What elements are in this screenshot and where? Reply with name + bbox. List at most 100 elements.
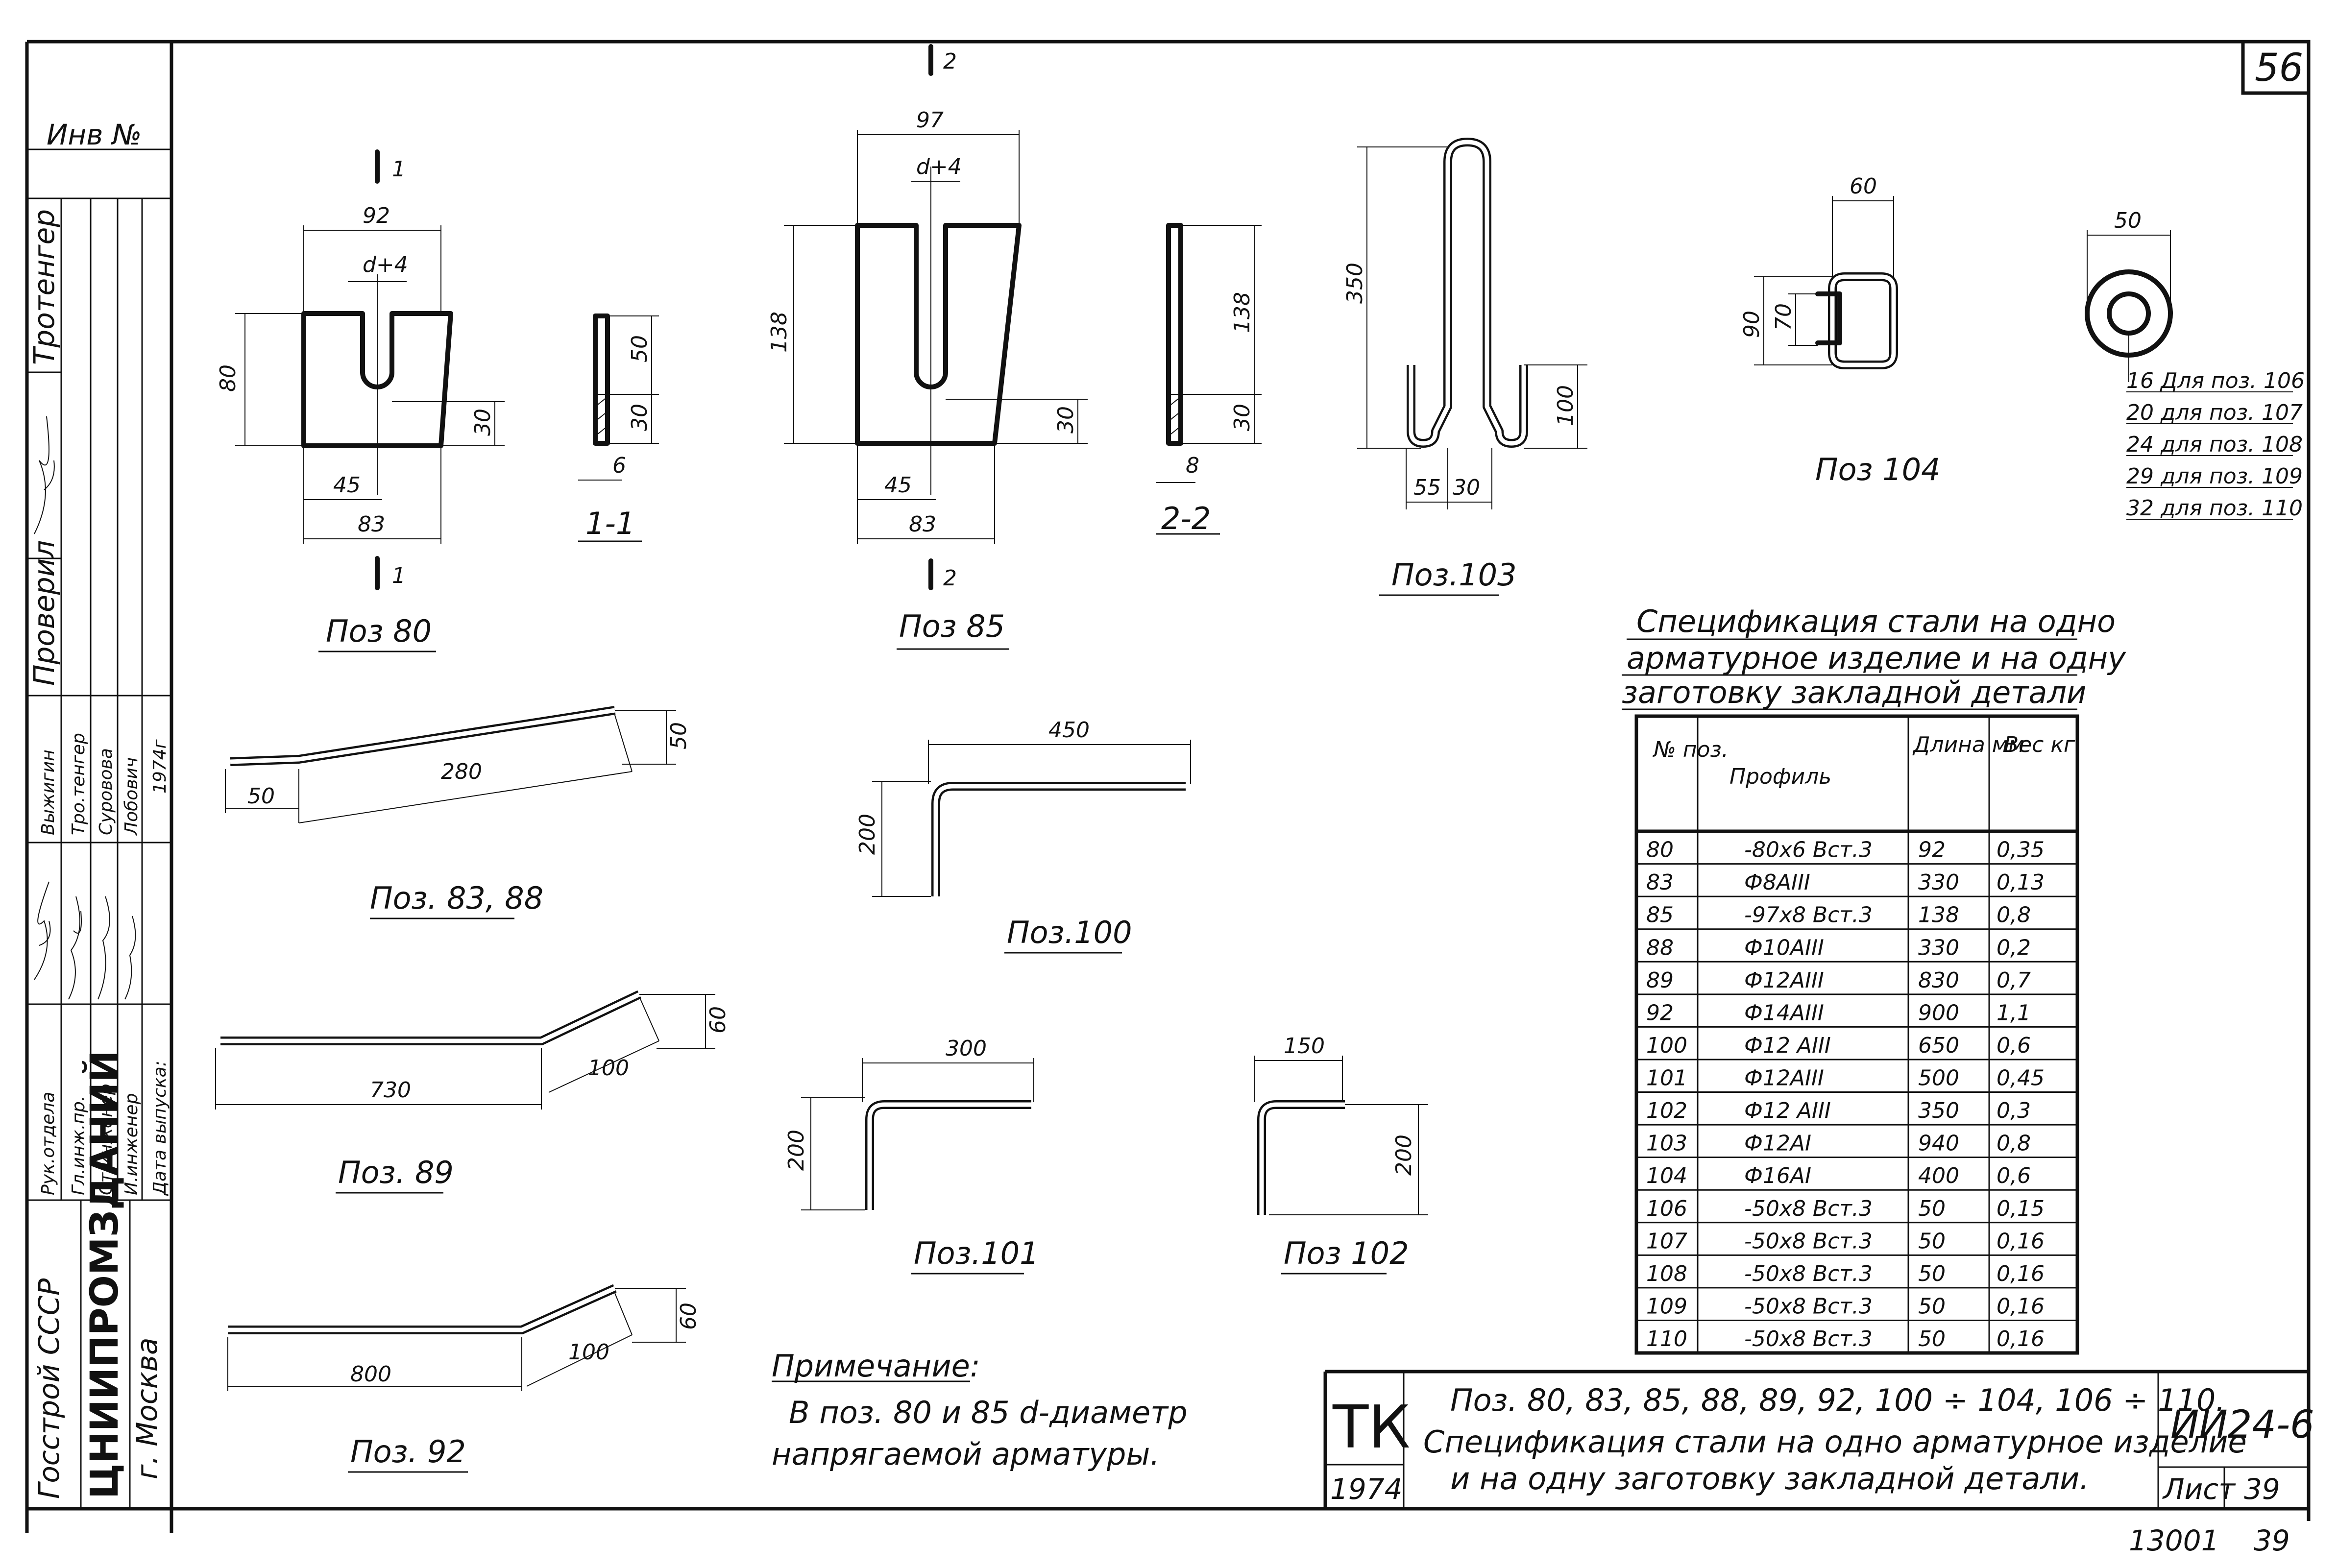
poz89-title: Поз. 89 (338, 1155, 454, 1190)
spec-cell-weight: 0,45 (1997, 1066, 2045, 1091)
spec-cell-length: 830 (1918, 968, 1959, 993)
footer-number: 13001 (2129, 1524, 2219, 1557)
note-line-1: В поз. 80 и 85 d-диаметр (789, 1395, 1188, 1430)
poz100-dim-200: 200 (855, 814, 880, 855)
poz80-dim-45: 45 (333, 473, 361, 498)
poz103-dim-55: 55 (1413, 475, 1441, 500)
sec22-dim-138: 138 (1230, 292, 1255, 333)
spec-cell-profile: Ф10АIII (1744, 935, 1824, 960)
spec-cell-length: 500 (1918, 1066, 1959, 1091)
poz83-88-drawing (225, 706, 676, 919)
role-2: Гл.инж.пр. (69, 1096, 89, 1195)
title-block (1323, 1370, 2309, 1509)
poz92-drawing (227, 1284, 686, 1473)
poz83-dim-50: 50 (247, 784, 275, 809)
poz103-dim-350: 350 (1342, 263, 1367, 304)
washer-variant-109: 29 для поз. 109 (2126, 464, 2303, 489)
spec-header-length: Длина мм (1912, 732, 2024, 757)
spec-cell-profile: Ф12 АIII (1744, 1098, 1831, 1123)
spec-cell-length: 92 (1918, 838, 1946, 863)
trotenger-label: Тротенгер (27, 209, 61, 365)
name-2: Тро.тенгер (69, 733, 89, 835)
washer-variant-108: 24 для поз. 108 (2126, 432, 2303, 457)
spec-cell-pos: 106 (1646, 1196, 1687, 1221)
poz104-dim-60: 60 (1850, 174, 1877, 199)
washer-variant-110: 32 для поз. 110 (2126, 496, 2303, 521)
spec-cell-weight: 0,15 (1997, 1196, 2045, 1221)
spec-cell-pos: 108 (1646, 1261, 1687, 1286)
poz102-dim-200: 200 (1391, 1134, 1416, 1176)
section-1-1 (578, 314, 659, 542)
poz80-dim-30: 30 (470, 409, 495, 436)
spec-cell-length: 50 (1918, 1229, 1946, 1254)
poz101-dim-200: 200 (784, 1130, 809, 1171)
poz101-drawing (801, 1058, 1034, 1275)
poz80-section-mark-top: 1 (392, 157, 406, 182)
washer-dim-50: 50 (2114, 208, 2142, 233)
name-4: Лобович (122, 757, 142, 836)
title-desc-line-2: Спецификация стали на одно арматурное из… (1423, 1424, 2247, 1460)
tk-logo: ТК (1332, 1394, 1411, 1462)
spec-header-no: № поз. (1652, 737, 1729, 762)
org-cniipromzdaniy: ЦНИИПРОМЗДАНИЙ (82, 1050, 127, 1499)
poz104-title: Поз 104 (1815, 452, 1941, 487)
spec-cell-weight: 0,8 (1997, 1131, 2031, 1156)
spec-cell-length: 50 (1918, 1294, 1946, 1319)
org-gosstroy: Госстрой СССР (32, 1279, 66, 1499)
note-title: Примечание: (772, 1348, 980, 1384)
spec-cell-pos: 110 (1646, 1327, 1687, 1351)
poz100-dim-450: 450 (1048, 718, 1090, 743)
poz80-d-label: d+4 (363, 252, 408, 277)
spec-cell-pos: 102 (1646, 1098, 1687, 1123)
spec-cell-pos: 88 (1646, 935, 1674, 960)
spec-cell-weight: 0,7 (1997, 968, 2031, 993)
spec-title-line-3: заготовку закладной детали (1622, 675, 2086, 710)
spec-cell-weight: 0,8 (1997, 903, 2031, 928)
sec22-title: 2-2 (1161, 501, 1211, 536)
poz83-88-title: Поз. 83, 88 (370, 880, 543, 916)
spec-header-weight: Вес кг (2004, 732, 2075, 757)
spec-cell-pos: 80 (1646, 838, 1674, 863)
spec-cell-weight: 0,16 (1997, 1261, 2045, 1286)
spec-cell-profile: -80х6 Вст.3 (1744, 838, 1873, 863)
poz89-dim-100: 100 (588, 1056, 629, 1081)
poz89-dim-60: 60 (706, 1006, 731, 1034)
spec-cell-length: 50 (1918, 1196, 1946, 1221)
spec-cell-pos: 104 (1646, 1163, 1687, 1188)
spec-cell-length: 50 (1918, 1327, 1946, 1351)
poz80-drawing (235, 149, 505, 652)
poz102-drawing (1254, 1056, 1428, 1275)
spec-header-profile: Профиль (1729, 764, 1831, 789)
poz83-dim-50v: 50 (666, 722, 691, 749)
spec-cell-weight: 0,16 (1997, 1294, 2045, 1319)
spec-cell-profile: -50х8 Вст.3 (1744, 1327, 1873, 1351)
spec-cell-profile: Ф12АI (1744, 1131, 1811, 1156)
spec-cell-length: 350 (1918, 1098, 1959, 1123)
spec-cell-profile: -50х8 Вст.3 (1744, 1294, 1873, 1319)
washer-variant-107: 20 для поз. 107 (2126, 400, 2303, 425)
spec-cell-profile: -50х8 Вст.3 (1744, 1261, 1873, 1286)
spec-cell-length: 330 (1918, 935, 1959, 960)
spec-cell-weight: 0,16 (1997, 1229, 2045, 1254)
spec-cell-profile: Ф12 АIII (1744, 1033, 1831, 1058)
spec-cell-pos: 100 (1646, 1033, 1687, 1058)
poz85-dim-138: 138 (767, 312, 792, 353)
washer-variant-106: 16 Для поз. 106 (2126, 368, 2305, 393)
role-4: И.инженер (122, 1093, 142, 1195)
role-3: Ст.инженер (96, 1084, 116, 1195)
title-desc-line-1: Поз. 80, 83, 85, 88, 89, 92, 100 ÷ 104, … (1450, 1382, 2225, 1418)
poz104-drawing (1754, 196, 1898, 369)
poz92-title: Поз. 92 (350, 1434, 466, 1470)
note-line-2: напрягаемой арматуры. (772, 1436, 1160, 1472)
poz85-dim-97: 97 (916, 108, 944, 133)
left-stamp (27, 148, 171, 1509)
poz89-dim-730: 730 (370, 1078, 411, 1103)
org-moscow: г. Москва (130, 1337, 164, 1479)
role-1: Рук.отдела (38, 1092, 58, 1195)
sec11-dim-50: 50 (627, 335, 652, 362)
poz104-dim-70: 70 (1771, 303, 1796, 331)
spec-cell-weight: 0,6 (1997, 1033, 2031, 1058)
poz103-drawing (1357, 138, 1587, 596)
